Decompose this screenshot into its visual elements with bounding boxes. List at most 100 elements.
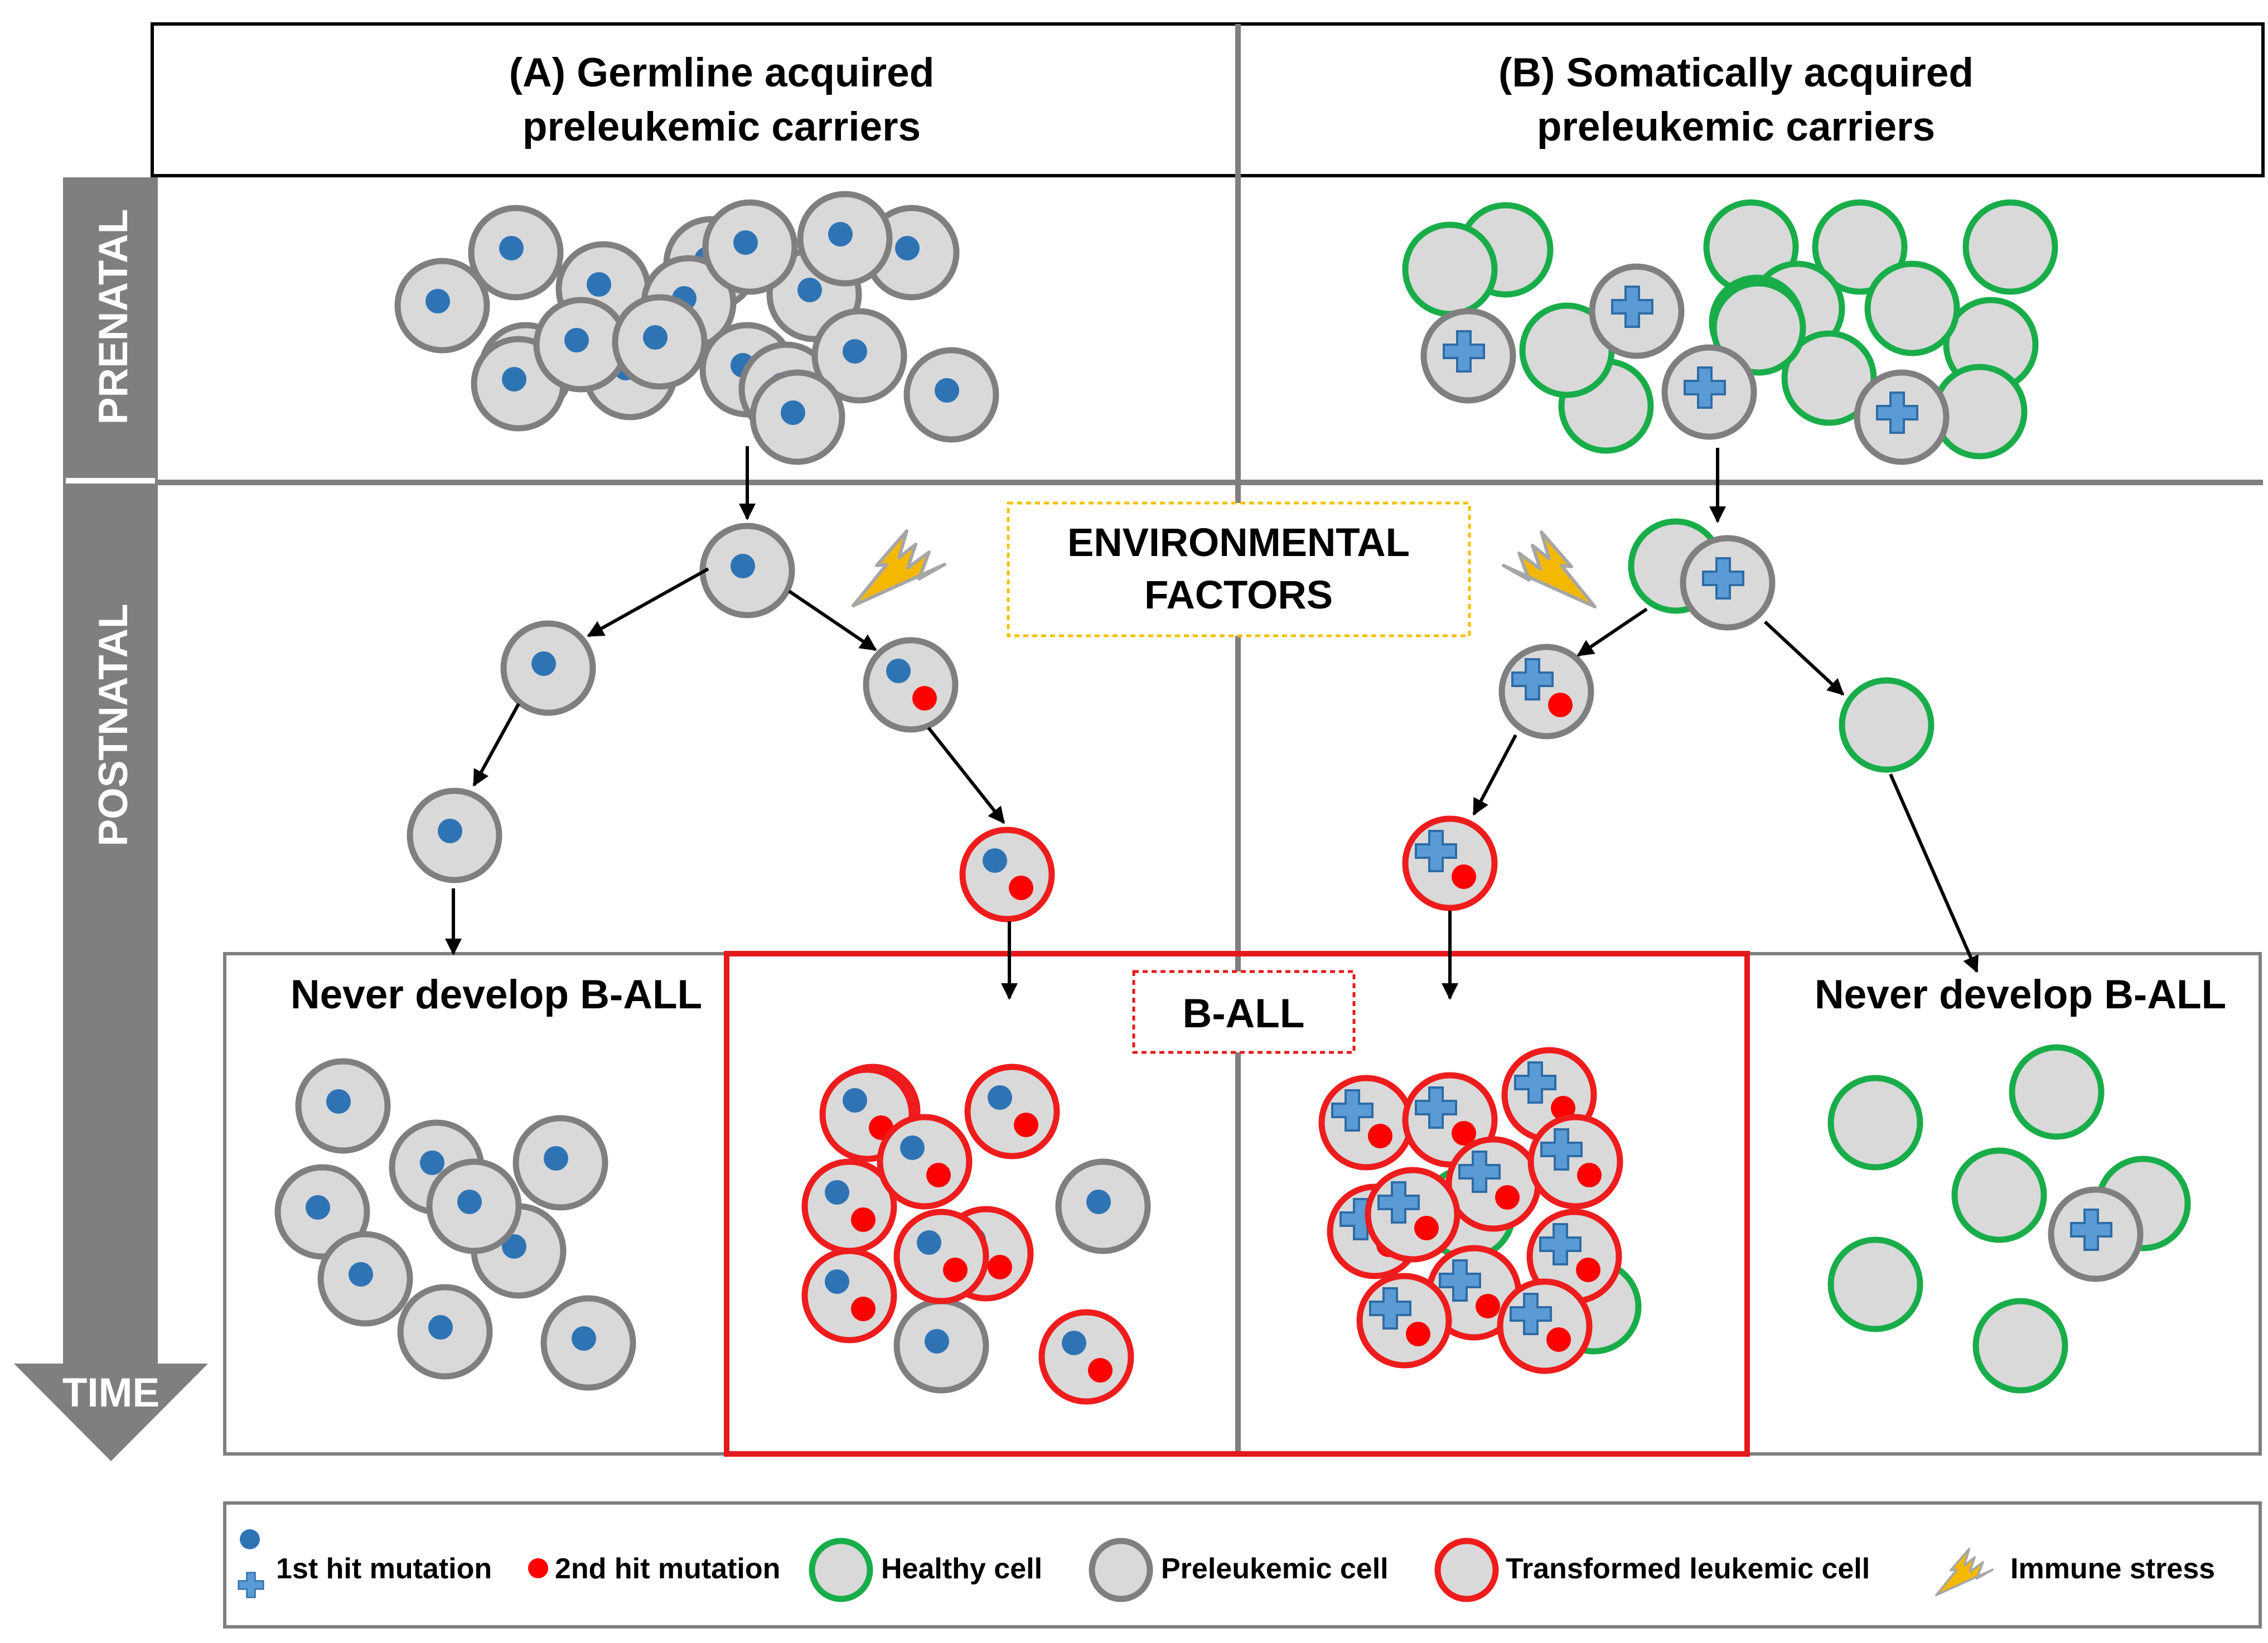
preleukemic-cell <box>699 523 795 618</box>
preleukemic-cell <box>397 1284 493 1380</box>
second-hit-dot-icon <box>1476 1294 1500 1318</box>
header-right-box <box>1236 22 2265 177</box>
preleukemic-cell <box>1680 535 1776 631</box>
second-hit-dot-icon <box>851 1207 876 1232</box>
legend-immune-label: Immune stress <box>2010 1553 2215 1585</box>
header: (A) Germline acquired preleukemic carrie… <box>151 22 2265 177</box>
arrow-icon <box>1763 620 1845 696</box>
first-hit-dot-icon <box>502 367 526 392</box>
first-hit-dot-icon <box>499 236 524 260</box>
first-hit-dot-icon <box>564 328 589 352</box>
legend-preleukemic-cell-icon <box>1089 1538 1153 1602</box>
healthy-cell <box>1839 677 1935 773</box>
preleukemic-cell <box>893 1298 989 1394</box>
header-left-box <box>151 22 1240 177</box>
healthy-cell <box>1864 260 1960 356</box>
preleukemic-cell <box>295 1058 391 1154</box>
header-right-title-line1: (B) Somatically acquired <box>1498 50 1974 95</box>
header-right-title-line2: preleukemic carriers <box>1537 104 1935 149</box>
second-hit-dot-icon <box>1009 876 1033 900</box>
arrow-icon <box>472 703 520 787</box>
leukemic-cell <box>964 1064 1060 1159</box>
healthy-cell <box>2009 1044 2105 1140</box>
first-hit-dot-icon <box>240 1529 260 1549</box>
leukemic-cell <box>1527 1114 1623 1210</box>
second-hit-dot-icon <box>851 1297 876 1321</box>
leukemic-cell <box>801 1248 897 1344</box>
lightning-icon <box>1503 532 1595 607</box>
legend-transformed-cell-icon <box>1434 1538 1499 1602</box>
first-hit-dot-icon <box>733 230 758 255</box>
leukemic-cell <box>1318 1075 1414 1171</box>
second-hit-dot-icon <box>926 1163 951 1187</box>
second-hit-dot-icon <box>1014 1113 1038 1137</box>
header-left-title-line2: preleukemic carriers <box>523 104 921 149</box>
first-hit-dot-icon <box>825 1269 849 1294</box>
first-hit-dot-icon <box>349 1262 373 1287</box>
preleukemic-cell <box>500 620 596 716</box>
healthy-cell <box>1827 1075 1923 1171</box>
second-hit-dot-icon <box>1546 1327 1571 1352</box>
legend-healthy-cell-icon <box>809 1538 873 1602</box>
second-hit-dot-icon <box>912 686 937 711</box>
first-hit-dot-icon <box>828 222 853 247</box>
preleukemic-cell <box>797 191 893 287</box>
second-hit-dot-icon <box>528 1558 548 1578</box>
leukemic-cell <box>1526 1209 1622 1304</box>
healthy-cell <box>1972 1298 2068 1394</box>
second-hit-dot-icon <box>1551 1096 1575 1120</box>
first-hit-dot-icon <box>781 400 805 425</box>
healthy-cell <box>1781 330 1877 426</box>
first-hit-dot-icon <box>326 1089 351 1114</box>
arrow-icon <box>1889 773 1979 973</box>
leukemic-cell <box>1445 1136 1541 1232</box>
leukemic-cell <box>1038 1309 1134 1405</box>
preleukemic-cell <box>1420 308 1516 404</box>
legend-box <box>223 1501 2262 1628</box>
arrow-icon <box>927 727 1005 824</box>
preleukemic-cell <box>540 1295 636 1391</box>
second-hit-dot-icon <box>1577 1163 1602 1187</box>
b-all-label: B-ALL <box>1183 991 1305 1036</box>
preleukemic-cell <box>1055 1158 1151 1254</box>
first-hit-dot-icon <box>457 1190 482 1214</box>
lightning-icon <box>853 531 945 606</box>
healthy-cell <box>1827 1236 1923 1332</box>
first-hit-dot-icon <box>643 325 668 350</box>
first-hit-dot-icon <box>731 554 755 578</box>
leukemic-cell <box>1356 1273 1452 1369</box>
legend-first-hit-label: 1st hit mutation <box>276 1553 492 1585</box>
legend-preleukemic-label: Preleukemic cell <box>1161 1553 1389 1585</box>
second-hit-dot-icon <box>1548 693 1573 717</box>
legend-second-hit-label: 2nd hit mutation <box>555 1553 780 1585</box>
arrows-layer <box>445 446 1979 1000</box>
preleukemic-cell <box>612 294 708 390</box>
first-hit-dot-icon <box>843 1088 867 1113</box>
b-all-label-box <box>1132 970 1356 1054</box>
arrow-icon <box>1577 607 1648 657</box>
header-left-title-line1: (A) Germline acquired <box>509 50 935 95</box>
second-hit-dot-icon <box>1088 1358 1113 1383</box>
preleukemic-cell <box>811 308 907 404</box>
arrow-icon <box>587 567 709 637</box>
second-hit-dot-icon <box>1452 864 1476 889</box>
first-hit-dot-icon <box>843 339 867 364</box>
preleukemic-cell <box>864 205 960 301</box>
preleukemic-cell <box>512 1115 608 1211</box>
time-axis-arrowhead <box>14 1364 208 1461</box>
first-hit-dot-icon <box>895 236 920 260</box>
first-hit-dot-icon <box>1086 1190 1111 1214</box>
first-hit-dot-icon <box>306 1195 330 1220</box>
prenatal-label: PRENATAL <box>91 209 136 425</box>
second-hit-dot-icon <box>1495 1185 1520 1210</box>
cells-layer <box>274 191 2191 1405</box>
second-hit-dot-icon <box>1368 1124 1392 1148</box>
first-hit-dot-icon <box>438 819 462 843</box>
healthy-cell <box>1402 221 1498 317</box>
time-axis: PRENATAL POSTNATAL TIME <box>14 177 208 1461</box>
preleukemic-cell <box>749 369 845 465</box>
healthy-cell <box>1962 199 2058 295</box>
leukemic-cell <box>1402 815 1498 911</box>
first-hit-dot-icon <box>988 1085 1012 1110</box>
second-hit-dot-icon <box>1576 1258 1600 1282</box>
